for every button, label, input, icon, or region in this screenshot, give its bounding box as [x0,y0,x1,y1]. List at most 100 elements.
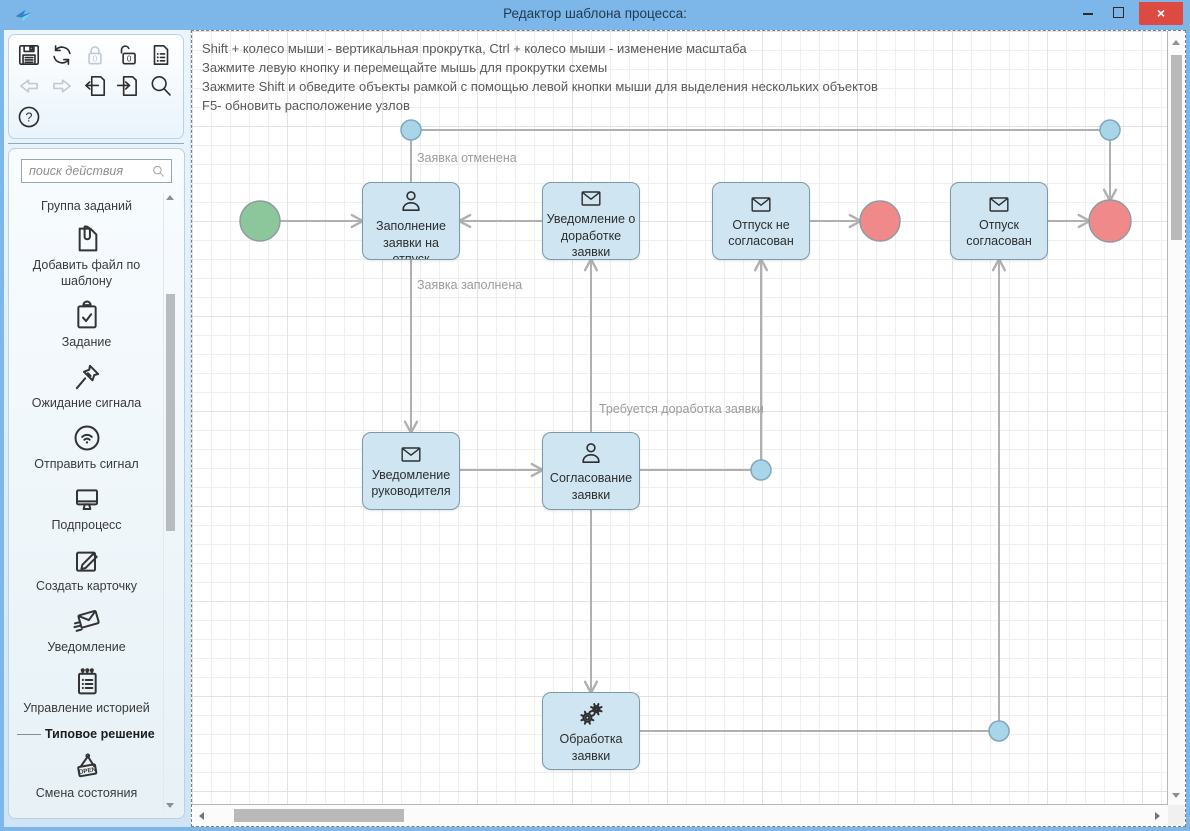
undo-arrow-icon [16,73,42,99]
lock-button[interactable]: 0 [78,39,111,70]
scroll-up-arrow[interactable] [1172,40,1180,45]
diagram-canvas: Shift + колесо мыши - вертикальная прокр… [191,30,1186,827]
process-node-label: Согласование заявки [549,471,633,502]
svg-text:0: 0 [126,54,131,63]
edge-label: Заявка отменена [417,151,517,165]
action-item[interactable]: Добавить файл по шаблону [17,223,156,289]
scroll-right-arrow[interactable] [1155,812,1160,820]
action-search-input[interactable] [27,163,151,179]
process-node-label: Заполнение заявки на отпуск [376,219,446,260]
user-icon [398,187,424,217]
undo-arrow-button[interactable] [12,70,45,101]
scrollbar-thumb[interactable] [234,809,404,822]
action-item-label: Ожидание сигнала [31,396,142,410]
action-item[interactable]: Группа заданий [41,199,132,213]
scroll-up-arrow[interactable] [166,195,174,200]
unlock-icon: 0 [115,42,141,68]
action-item-label: Управление историей [23,701,150,715]
action-item[interactable]: Создать карточку [17,544,156,594]
action-item-label: Создать карточку [36,579,137,593]
redo-arrow-button[interactable] [45,70,78,101]
vertical-scrollbar [1168,31,1185,805]
refresh-button[interactable] [45,39,78,70]
scrollbar-thumb[interactable] [1171,55,1182,240]
app-logo-icon [14,7,34,28]
svg-text:OPEN: OPEN [78,766,97,776]
edit-card-icon [17,544,156,576]
action-item[interactable]: Отправить сигнал [17,422,156,472]
edge-waypoint[interactable] [1099,119,1121,141]
scrollbar-track[interactable] [163,193,178,810]
pushpin-icon [17,361,156,393]
panel-divider [8,143,184,144]
edge-waypoint[interactable] [988,720,1010,742]
signal-icon [17,422,156,454]
import-document-button[interactable] [111,70,144,101]
toolbar: 0 0? [8,34,184,139]
export-document-button[interactable] [78,70,111,101]
properties-list-button[interactable] [144,39,177,70]
properties-list-icon [148,42,174,68]
save-button[interactable] [12,39,45,70]
action-item[interactable]: Уведомление [17,605,156,655]
edge-label: Требуется доработка заявки [599,402,764,416]
scrollbar-thumb[interactable] [166,294,175,531]
titlebar: Редактор шаблона процесса: × [0,0,1190,30]
task-clipboard-icon [17,300,156,332]
unlock-button[interactable]: 0 [111,39,144,70]
canvas-help-line: Shift + колесо мыши - вертикальная прокр… [202,41,747,56]
scroll-left-arrow[interactable] [199,812,204,820]
file-attachment-icon [17,223,156,255]
process-node-approval[interactable]: Согласование заявки [542,432,640,510]
maximize-button[interactable] [1113,7,1124,18]
process-node-fill-request[interactable]: Заполнение заявки на отпуск [362,182,460,260]
action-item[interactable]: Подпроцесс [17,483,156,533]
action-item[interactable]: Ожидание сигнала [17,361,156,411]
canvas-help-line: F5- обновить расположение узлов [202,98,410,113]
start-event[interactable] [239,200,281,242]
scroll-down-arrow[interactable] [166,803,174,808]
process-node-label: Уведомление руководителя [371,467,451,499]
canvas-help-line: Зажмите Shift и обведите объекты рамкой … [202,79,878,94]
diagram-viewport[interactable]: Shift + колесо мыши - вертикальная прокр… [192,31,1168,805]
process-node-label: Отпуск не согласован [728,217,794,249]
refresh-icon [49,42,75,68]
minimize-button[interactable] [1083,13,1093,15]
user-icon [578,439,604,469]
action-search-box [21,159,172,183]
action-item[interactable]: Управление историей [17,666,156,716]
edge-waypoint[interactable] [400,119,422,141]
lock-icon: 0 [82,42,108,68]
action-item[interactable]: Задание [17,300,156,350]
process-node-rework-notice[interactable]: Уведомление о доработке заявки [542,182,640,260]
help-button[interactable]: ? [12,101,45,132]
window-title: Редактор шаблона процесса: [503,6,687,21]
process-node-not-approved[interactable]: Отпуск не согласован [712,182,810,260]
scroll-down-arrow[interactable] [1172,793,1180,798]
edge-waypoint[interactable] [750,459,772,481]
search-icon [151,164,166,179]
send-mail-icon [17,605,156,637]
end-event[interactable] [1088,199,1132,243]
flow-edge[interactable] [410,129,1118,204]
help-icon: ? [16,104,42,130]
process-node-label: Уведомление о доработке заявки [546,212,636,259]
close-button[interactable]: × [1139,2,1183,25]
monitor-icon [17,483,156,515]
process-node-processing[interactable]: Обработка заявки [542,692,640,770]
separator-line [17,733,41,735]
zoom-button[interactable] [144,70,177,101]
import-document-icon [115,73,141,99]
redo-arrow-icon [49,73,75,99]
process-node-manager-notice[interactable]: Уведомление руководителя [362,432,460,510]
horizontal-scrollbar [192,805,1168,826]
process-node-label: Отпуск согласован [966,217,1032,249]
end-event[interactable] [859,200,901,242]
process-node-approved[interactable]: Отпуск согласован [950,182,1048,260]
